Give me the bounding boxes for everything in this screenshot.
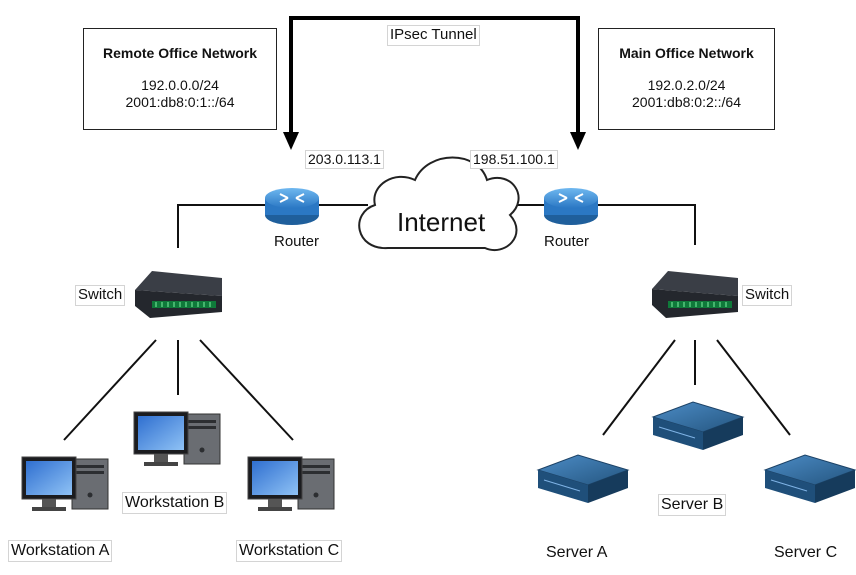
remote-switch-icon <box>135 271 222 318</box>
workstation-c-icon <box>247 456 335 511</box>
main-office-ipv4: 192.0.2.0/24 <box>647 77 726 93</box>
workstation-a-label: Workstation A <box>8 540 113 562</box>
main-office-title: Main Office Network <box>619 45 754 61</box>
workstation-b-label: Workstation B <box>122 492 228 514</box>
server-a-label: Server A <box>546 544 608 561</box>
workstation-a-icon <box>21 456 109 511</box>
internet-label: Internet <box>397 207 486 237</box>
remote-router-ip: 203.0.113.1 <box>305 150 384 170</box>
server-c-icon <box>763 454 856 503</box>
remote-office-ipv4: 192.0.0.0/24 <box>141 77 219 93</box>
server-b-icon <box>651 401 745 450</box>
ipsec-tunnel-arrow <box>283 16 586 150</box>
main-switch-label: Switch <box>742 285 793 306</box>
server-a-icon <box>536 454 630 503</box>
main-router-ip: 198.51.100.1 <box>470 150 558 170</box>
remote-office-ipv6: 2001:db8:0:1::/64 <box>125 94 235 110</box>
internet-cloud <box>358 156 520 251</box>
main-office-info-box: Main Office Network 192.0.2.0/24 2001:db… <box>598 28 775 130</box>
remote-office-info-box: Remote Office Network 192.0.0.0/24 2001:… <box>83 28 277 130</box>
main-router-label: Router <box>544 233 590 250</box>
remote-office-title: Remote Office Network <box>102 45 258 61</box>
main-switch-icon <box>652 271 738 318</box>
remote-switch-label: Switch <box>75 285 126 306</box>
ipsec-tunnel-label: IPsec Tunnel <box>387 25 480 46</box>
server-c-label: Server C <box>774 544 838 561</box>
remote-router-icon <box>265 188 319 225</box>
workstation-b-icon <box>133 411 221 466</box>
server-b-label: Server B <box>658 494 727 516</box>
main-router-icon <box>544 188 598 225</box>
remote-router-label: Router <box>274 233 320 250</box>
workstation-c-label: Workstation C <box>236 540 343 562</box>
main-office-ipv6: 2001:db8:0:2::/64 <box>632 94 741 110</box>
